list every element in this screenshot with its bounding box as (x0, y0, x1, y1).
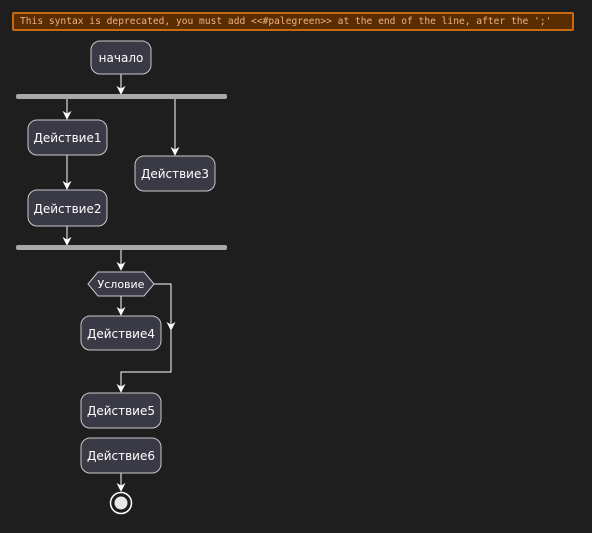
condition-node: Условие (87, 271, 155, 297)
action1-node: Действие1 (27, 119, 108, 156)
action3-label: Действие3 (141, 167, 209, 181)
action6-label: Действие6 (87, 449, 155, 463)
action5-node: Действие5 (80, 392, 162, 429)
action2-label: Действие2 (33, 202, 101, 216)
action6-node: Действие6 (80, 437, 162, 474)
join-bar (16, 245, 227, 250)
deprecation-warning: This syntax is deprecated, you must add … (12, 12, 574, 31)
action1-label: Действие1 (33, 131, 101, 145)
end-node (109, 491, 133, 515)
action4-node: Действие4 (80, 315, 162, 351)
fork-bar (16, 94, 227, 99)
action4-label: Действие4 (87, 327, 155, 341)
edge-else-merge (116, 330, 172, 393)
start-node-label: начало (99, 51, 144, 65)
action2-node: Действие2 (27, 189, 108, 227)
condition-label: Условие (98, 278, 145, 291)
start-node: начало (90, 40, 152, 75)
action5-label: Действие5 (87, 404, 155, 418)
edge-condition-else (153, 283, 176, 331)
action3-node: Действие3 (134, 155, 216, 192)
